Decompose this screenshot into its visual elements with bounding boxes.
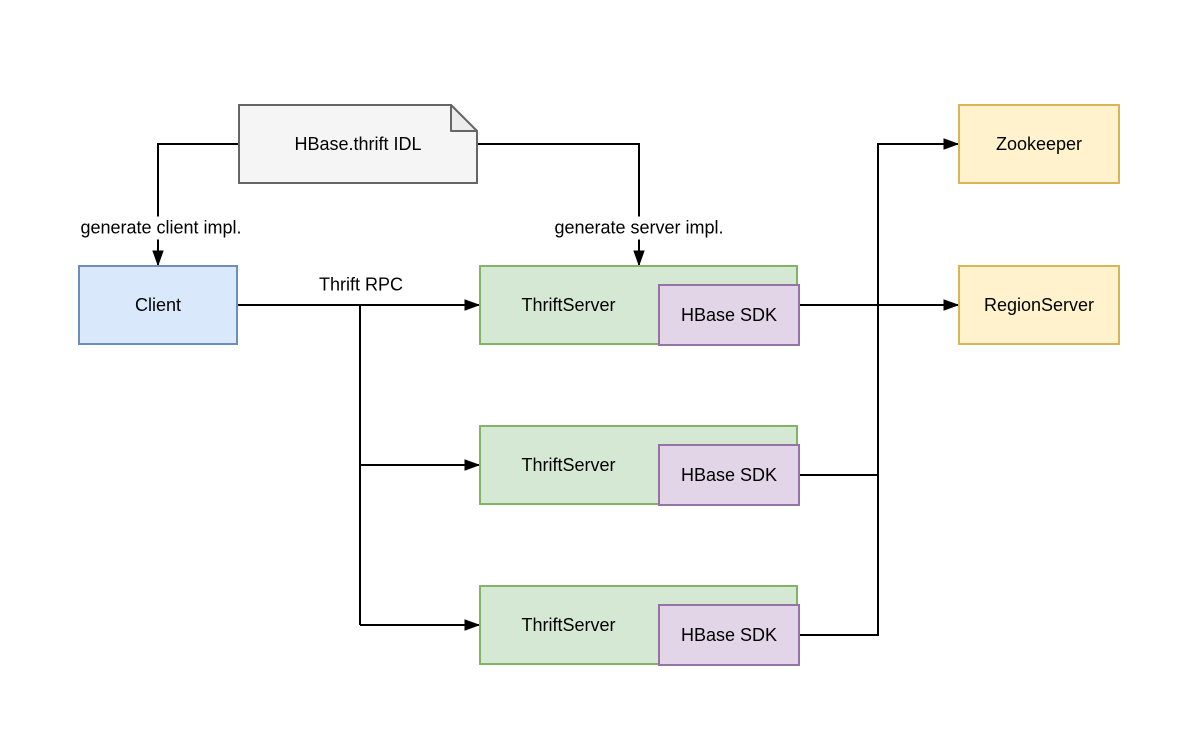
hbase-sdk-3-label: HBase SDK [680, 624, 778, 645]
hbase-sdk-2-label: HBase SDK [680, 464, 778, 485]
generate-server-impl-label: generate server impl. [551, 216, 727, 240]
hbase-sdk-1-label: HBase SDK [680, 304, 778, 325]
document-shape [238, 104, 478, 184]
folded-corner [450, 104, 478, 132]
generate-client-impl-label: generate client impl. [77, 216, 245, 240]
idl-label: HBase.thrift IDL [294, 133, 422, 154]
regionserver-node: RegionServer [958, 265, 1120, 345]
edge-sdk3-trunk-to-zookeeper [800, 144, 958, 636]
thrift-rpc-label: Thrift RPC [315, 273, 407, 297]
thriftserver-2-label: ThriftServer [521, 454, 616, 475]
hbase-sdk-1-node: HBase SDK [658, 284, 800, 346]
hbase-sdk-3-node: HBase SDK [658, 604, 800, 666]
zookeeper-node: Zookeeper [958, 104, 1120, 184]
idl-document-node: HBase.thrift IDL [238, 104, 478, 184]
thriftserver-1-label: ThriftServer [521, 294, 616, 315]
hbase-sdk-2-node: HBase SDK [658, 444, 800, 506]
edge-idl-to-client [158, 143, 238, 265]
client-label: Client [134, 294, 182, 315]
edge-idl-to-thriftserver1 [478, 143, 639, 265]
zookeeper-label: Zookeeper [995, 133, 1083, 154]
regionserver-label: RegionServer [983, 294, 1095, 315]
client-node: Client [78, 265, 238, 345]
thriftserver-3-label: ThriftServer [521, 614, 616, 635]
